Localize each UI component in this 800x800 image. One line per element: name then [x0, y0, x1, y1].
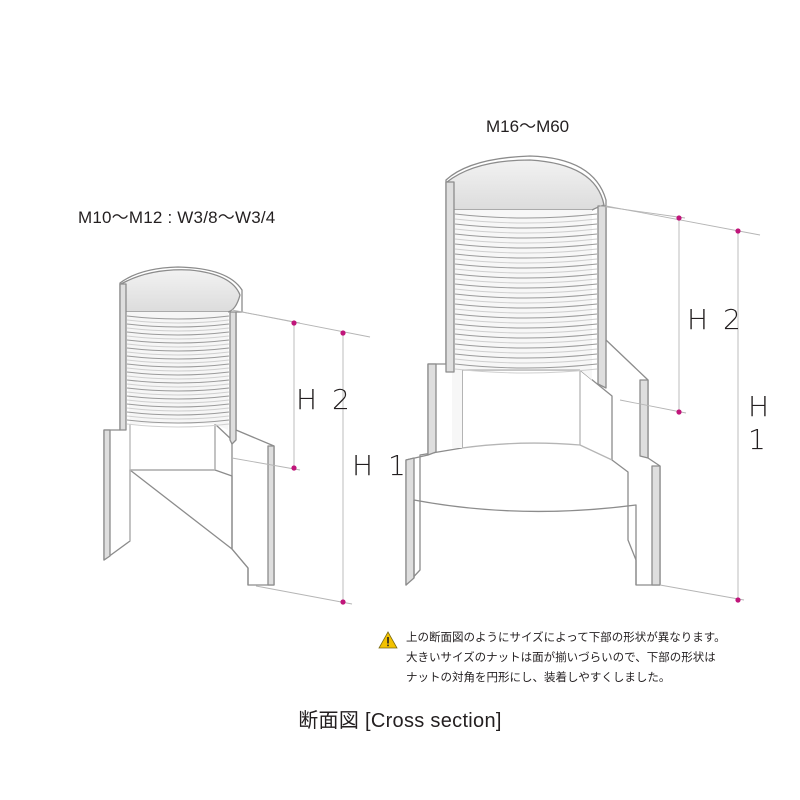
- dimension-points: [291, 215, 741, 605]
- thread-line: [454, 323, 598, 329]
- thread-line: [454, 353, 598, 359]
- thread-line: [126, 391, 230, 396]
- thread-line: [454, 363, 598, 369]
- thread-line: [454, 308, 598, 314]
- thread-line: [126, 379, 230, 384]
- thread-line: [126, 331, 230, 336]
- thread-line: [126, 411, 230, 416]
- thread-line: [126, 359, 230, 364]
- large-size-label: M16〜M60: [486, 117, 570, 136]
- thread-line: [454, 233, 598, 239]
- thread-line: [126, 375, 230, 380]
- large-cap-cross-section: [405, 155, 661, 586]
- thread-line: [126, 327, 230, 332]
- thread-line: [454, 293, 598, 299]
- large-h1-top-point: [735, 228, 741, 234]
- thread-line: [126, 363, 230, 368]
- thread-line: [454, 268, 598, 274]
- thread-line: [454, 338, 598, 344]
- thread-line: [454, 243, 598, 249]
- thread-line: [454, 348, 598, 354]
- note-line-2: 大きいサイズのナットは面が揃いづらいので、下部の形状は: [406, 652, 716, 664]
- large-h1-bottom-point: [735, 597, 741, 603]
- thread-line: [126, 395, 230, 400]
- thread-line: [126, 423, 230, 428]
- thread-line: [454, 328, 598, 334]
- small-cap-cross-section: [103, 266, 275, 586]
- large-h2-bottom-point: [676, 409, 682, 415]
- thread-line: [126, 387, 230, 392]
- large-thread-lines: [454, 213, 598, 374]
- large-h1-label: H 1: [748, 390, 773, 456]
- thread-line: [454, 273, 598, 279]
- thread-line: [126, 351, 230, 356]
- thread-line: [454, 368, 598, 374]
- thread-line: [454, 238, 598, 244]
- large-h2-label: H 2: [687, 303, 744, 336]
- thread-line: [126, 315, 230, 320]
- warning-icon: [378, 631, 398, 649]
- thread-line: [126, 367, 230, 372]
- thread-line: [454, 313, 598, 319]
- large-dimension-lines: [599, 205, 761, 601]
- thread-line: [454, 263, 598, 269]
- small-thread-lines: [126, 315, 230, 428]
- thread-line: [126, 371, 230, 376]
- thread-line: [454, 248, 598, 254]
- thread-line: [126, 355, 230, 360]
- note-line-3: ナットの対角を円形にし、装着しやすくしました。: [406, 672, 671, 684]
- thread-line: [454, 288, 598, 294]
- thread-line: [126, 339, 230, 344]
- thread-line: [126, 383, 230, 388]
- small-size-label: M10〜M12 : W3/8〜W3/4: [78, 208, 276, 227]
- thread-line: [454, 303, 598, 309]
- thread-line: [454, 318, 598, 324]
- thread-line: [454, 253, 598, 259]
- small-h2-top-point: [291, 320, 297, 326]
- note-line-1: 上の断面図のようにサイズによって下部の形状が異なります。: [406, 632, 726, 644]
- thread-line: [126, 323, 230, 328]
- thread-line: [126, 319, 230, 324]
- thread-line: [126, 403, 230, 408]
- thread-line: [126, 419, 230, 424]
- thread-line: [126, 407, 230, 412]
- thread-line: [454, 333, 598, 339]
- thread-line: [454, 213, 598, 219]
- thread-line: [454, 228, 598, 234]
- small-h2-bottom-point: [291, 465, 297, 471]
- thread-line: [454, 283, 598, 289]
- small-h2-label: H 2: [296, 383, 353, 416]
- figure-caption: 断面図 [Cross section]: [298, 710, 502, 732]
- thread-line: [126, 399, 230, 404]
- thread-line: [454, 218, 598, 224]
- thread-line: [126, 343, 230, 348]
- small-dimension-lines: [231, 309, 371, 605]
- thread-line: [454, 358, 598, 364]
- large-h2-top-point: [676, 215, 682, 221]
- thread-line: [454, 258, 598, 264]
- shape-note: 上の断面図のようにサイズによって下部の形状が異なります。 大きいサイズのナットは…: [378, 628, 726, 688]
- thread-line: [454, 343, 598, 349]
- small-h1-label: H 1: [352, 449, 409, 482]
- small-h1-top-point: [340, 330, 346, 336]
- thread-line: [126, 347, 230, 352]
- thread-line: [126, 415, 230, 420]
- thread-line: [454, 298, 598, 304]
- thread-line: [126, 335, 230, 340]
- thread-line: [454, 278, 598, 284]
- thread-line: [454, 223, 598, 229]
- small-h1-bottom-point: [340, 599, 346, 605]
